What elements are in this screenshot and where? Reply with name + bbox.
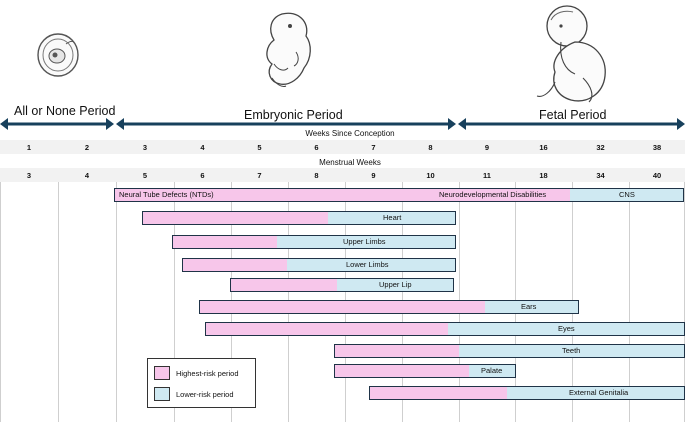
ntd-bar: Neural Tube Defects (NTDs) Neurodevelopm… (114, 188, 684, 202)
menstrual-weeks-row: 3 4 5 6 7 8 9 10 11 18 34 40 (0, 168, 685, 182)
palate-bar: Palate (334, 364, 516, 378)
highest-risk-legend-label: Highest-risk period (176, 369, 239, 378)
lower-risk-segment (337, 279, 453, 291)
conception-week-cell: 2 (84, 143, 90, 152)
fetus-illustration (536, 5, 606, 103)
period-arrows (0, 118, 685, 130)
weeks-since-conception-title: Weeks Since Conception (305, 129, 395, 138)
ntd-label: Neural Tube Defects (NTDs) (119, 190, 214, 199)
lower-risk-legend-label: Lower-risk period (176, 390, 234, 399)
lower-risk-swatch (154, 387, 170, 401)
highest-risk-segment (183, 259, 287, 271)
conception-week-cell: 7 (371, 143, 376, 152)
lower-risk-segment (277, 236, 455, 248)
ears-bar: Ears (199, 300, 579, 314)
menstrual-week-cell: 18 (539, 171, 548, 180)
highest-risk-segment (143, 212, 328, 224)
upper-lip-label: Upper Lip (379, 280, 412, 289)
menstrual-week-cell: 5 (142, 171, 148, 180)
conception-week-cell: 38 (652, 143, 662, 152)
external-genitalia-bar: External Genitalia (369, 386, 685, 400)
menstrual-week-cell: 7 (257, 171, 262, 180)
highest-risk-segment (200, 301, 485, 313)
lower-risk-segment (485, 301, 578, 313)
lower-risk-segment (459, 345, 684, 357)
conception-weeks-row: 1 2 3 4 5 6 7 8 9 16 32 38 (0, 140, 685, 154)
highest-risk-segment (173, 236, 277, 248)
upper-lip-bar: Upper Lip (230, 278, 454, 292)
embryo-illustration (266, 12, 311, 87)
highest-risk-segment (115, 189, 570, 201)
lower-risk-segment (287, 259, 455, 271)
highest-risk-segment (370, 387, 507, 399)
menstrual-weeks-title: Menstrual Weeks (319, 158, 381, 167)
lower-risk-segment (507, 387, 684, 399)
neurodevelopmental-label: Neurodevelopmental Disabilities (439, 190, 547, 199)
fetal-period-label: Fetal Period (539, 108, 607, 122)
menstrual-week-cell: 8 (314, 171, 319, 180)
conception-week-cell: 8 (428, 143, 433, 152)
highest-risk-segment (335, 365, 469, 377)
menstrual-week-cell: 10 (426, 171, 435, 180)
eyes-bar: Eyes (205, 322, 685, 336)
conception-week-cell: 4 (200, 143, 205, 152)
menstrual-week-cell: 34 (596, 171, 605, 180)
eyes-label: Eyes (558, 324, 575, 333)
menstrual-week-cell: 9 (371, 171, 376, 180)
conception-week-cell: 6 (314, 143, 319, 152)
upper-limbs-label: Upper Limbs (343, 237, 386, 246)
menstrual-week-cell: 3 (26, 171, 32, 180)
conception-week-cell: 3 (142, 143, 148, 152)
heart-label: Heart (383, 213, 402, 222)
heart-bar: Heart (142, 211, 456, 225)
teeth-bar: Teeth (334, 344, 685, 358)
all-or-none-period-label: All or None Period (14, 104, 116, 118)
palate-label: Palate (481, 366, 503, 375)
menstrual-week-cell: 40 (652, 171, 662, 180)
menstrual-week-cell: 6 (200, 171, 205, 180)
legend: Highest-risk period Lower-risk period (147, 358, 256, 408)
conception-week-cell: 9 (484, 143, 490, 152)
cns-label: CNS (619, 190, 635, 199)
lower-limbs-label: Lower Limbs (346, 260, 389, 269)
highest-risk-swatch (154, 366, 170, 380)
highest-risk-segment (335, 345, 459, 357)
embryonic-period-label: Embryonic Period (244, 108, 343, 122)
highest-risk-segment (206, 323, 448, 335)
upper-limbs-bar: Upper Limbs (172, 235, 456, 249)
conception-week-cell: 1 (26, 143, 32, 152)
conception-week-cell: 32 (596, 143, 605, 152)
zygote-illustration (37, 33, 79, 77)
conception-week-cell: 16 (539, 143, 548, 152)
lower-risk-segment (570, 189, 683, 201)
menstrual-week-cell: 11 (483, 171, 491, 180)
conception-week-cell: 5 (257, 143, 262, 152)
teeth-label: Teeth (562, 346, 581, 355)
highest-risk-segment (231, 279, 337, 291)
external-genitalia-label: External Genitalia (569, 388, 629, 397)
lower-risk-segment (328, 212, 455, 224)
lower-risk-segment (448, 323, 684, 335)
ears-label: Ears (521, 302, 537, 311)
lower-risk-segment (469, 365, 515, 377)
lower-limbs-bar: Lower Limbs (182, 258, 456, 272)
menstrual-week-cell: 4 (84, 171, 90, 180)
